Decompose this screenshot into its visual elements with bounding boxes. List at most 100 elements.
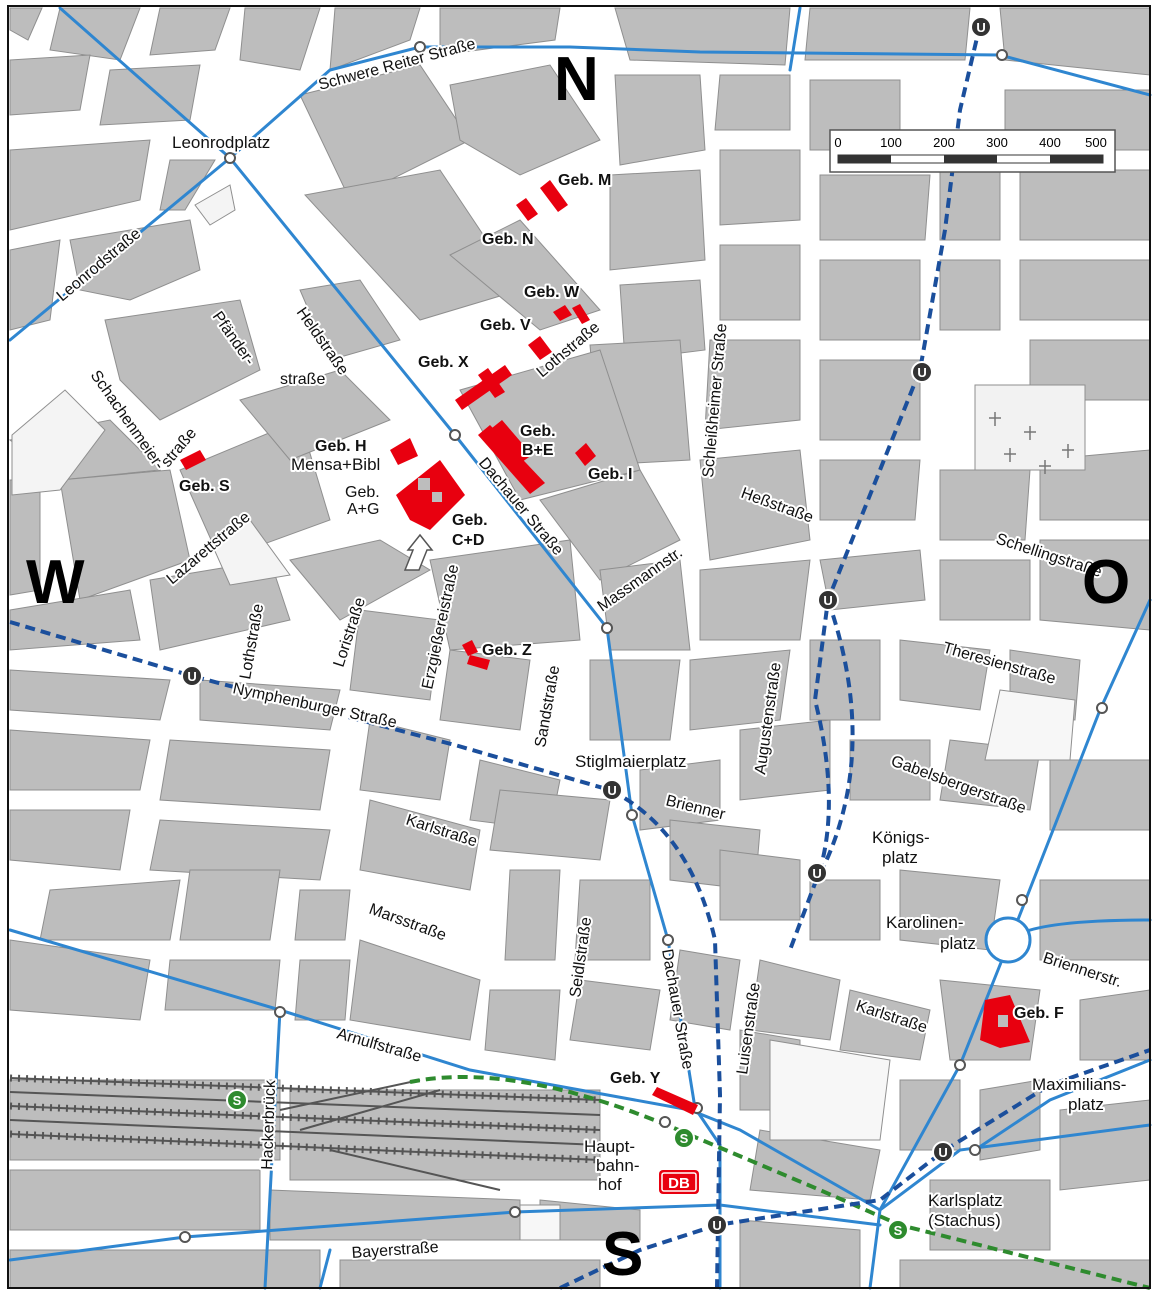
label-geb-x: Geb. X bbox=[418, 354, 469, 371]
compass-directions: N W O S bbox=[26, 45, 1130, 1289]
label-maximiliansplatz-1: Maximilians- bbox=[1032, 1075, 1126, 1094]
sbahn-station-icon: S bbox=[673, 1127, 695, 1149]
building-ag bbox=[396, 460, 465, 530]
scale-tick-300: 300 bbox=[986, 135, 1008, 150]
sbahn-station-icon: S bbox=[887, 1219, 909, 1241]
svg-text:U: U bbox=[938, 1145, 947, 1160]
building-x bbox=[455, 365, 512, 410]
building-i bbox=[575, 443, 596, 466]
label-karlsplatz-1: Karlsplatz bbox=[928, 1191, 1003, 1210]
map-frame bbox=[7, 5, 1151, 1289]
scale-bar: 0 100 200 300 400 500 bbox=[829, 129, 1116, 173]
building-courtyards bbox=[418, 478, 1008, 1027]
stop-schwere-reiter bbox=[414, 41, 426, 53]
cemetery-crosses bbox=[989, 412, 1074, 474]
ubahn-station-icon: U bbox=[706, 1214, 728, 1236]
svg-text:DB: DB bbox=[668, 1175, 690, 1192]
stop-leonrodplatz bbox=[224, 152, 236, 164]
ubahn-station-icon: U bbox=[911, 361, 933, 383]
label-karolinenplatz-1: Karolinen- bbox=[886, 913, 964, 932]
tram-stops bbox=[179, 41, 1108, 1243]
compass-east: O bbox=[1082, 548, 1130, 617]
svg-text:S: S bbox=[233, 1093, 242, 1108]
ubahn-station-icon: U bbox=[970, 16, 992, 38]
svg-text:U: U bbox=[607, 783, 616, 798]
svg-text:U: U bbox=[812, 866, 821, 881]
label-geb-be-2: B+E bbox=[522, 442, 554, 459]
sbahn-station-icon: S bbox=[226, 1089, 248, 1111]
building-be bbox=[478, 425, 545, 494]
open-spaces bbox=[11, 184, 1086, 1241]
label-geb-h-1: Geb. H bbox=[315, 438, 367, 455]
label-geb-s: Geb. S bbox=[179, 478, 230, 495]
building-w bbox=[572, 304, 590, 324]
building-y bbox=[652, 1087, 698, 1115]
building-s bbox=[180, 450, 206, 470]
label-hackerbrueck: Hackerbrück bbox=[259, 1079, 279, 1170]
building-v bbox=[528, 336, 552, 360]
label-mensa-bibl: Mensa+Bibl bbox=[291, 455, 380, 474]
label-koenigsplatz-2: platz bbox=[882, 848, 918, 867]
label-maximiliansplatz-2: platz bbox=[1068, 1095, 1104, 1114]
label-geb-f: Geb. F bbox=[1014, 1005, 1064, 1022]
building-m bbox=[540, 180, 568, 212]
scale-tick-400: 400 bbox=[1039, 135, 1061, 150]
label-geb-cd-1: Geb. bbox=[452, 512, 488, 529]
label-stiglmaierplatz: Stiglmaierplatz bbox=[575, 752, 687, 771]
label-hauptbahnhof-1: Haupt- bbox=[584, 1137, 635, 1156]
label-geb-m: Geb. M bbox=[558, 172, 611, 189]
label-geb-cd-2: C+D bbox=[452, 532, 484, 549]
label-leonrodplatz: Leonrodplatz bbox=[172, 133, 270, 152]
ubahn-station-icon: U bbox=[806, 862, 828, 884]
label-hauptbahnhof-3: hof bbox=[598, 1175, 622, 1194]
compass-west: W bbox=[26, 548, 85, 617]
label-pfaender-strasse-2: straße bbox=[280, 371, 325, 388]
ubahn-station-icon: U bbox=[181, 665, 203, 687]
label-geb-y: Geb. Y bbox=[610, 1070, 661, 1087]
university-buildings[interactable] bbox=[180, 180, 1030, 1115]
ubahn-stations: U U U U U U U U bbox=[181, 16, 992, 1236]
svg-text:U: U bbox=[823, 593, 832, 608]
railway-tracks bbox=[9, 1077, 601, 1191]
svg-text:U: U bbox=[917, 365, 926, 380]
label-hauptbahnhof-2: bahn- bbox=[596, 1156, 639, 1175]
db-logo-icon: DB bbox=[659, 1170, 699, 1194]
svg-text:S: S bbox=[894, 1223, 903, 1238]
label-geb-w: Geb. W bbox=[524, 284, 580, 301]
city-blocks bbox=[8, 7, 1151, 1289]
label-karolinenplatz-2: platz bbox=[940, 934, 976, 953]
sbahn-stations: S S S bbox=[226, 1089, 909, 1241]
svg-text:U: U bbox=[976, 20, 985, 35]
scale-tick-0: 0 bbox=[834, 135, 841, 150]
compass-south: S bbox=[602, 1220, 643, 1289]
svg-text:U: U bbox=[187, 669, 196, 684]
label-geb-i: Geb. I bbox=[588, 466, 632, 483]
building-labels: Geb. M Geb. N Geb. W Geb. V Geb. X Geb. … bbox=[177, 170, 1066, 1089]
label-geb-ag-2: A+G bbox=[347, 501, 379, 518]
entrance-arrow-icon bbox=[403, 533, 434, 571]
scale-tick-200: 200 bbox=[933, 135, 955, 150]
karolinenplatz-roundabout bbox=[984, 916, 1032, 964]
svg-text:S: S bbox=[680, 1131, 689, 1146]
building-w-part bbox=[553, 305, 572, 321]
building-h bbox=[390, 438, 418, 465]
compass-north: N bbox=[554, 45, 599, 114]
label-geb-z: Geb. Z bbox=[482, 642, 532, 659]
building-z bbox=[462, 640, 478, 656]
label-geb-v: Geb. V bbox=[480, 317, 531, 334]
label-geb-be-1: Geb. bbox=[520, 423, 556, 440]
ubahn-station-icon: U bbox=[817, 589, 839, 611]
label-geb-n: Geb. N bbox=[482, 231, 534, 248]
scale-tick-500: 500 bbox=[1085, 135, 1107, 150]
ubahn-station-icon: U bbox=[601, 779, 623, 801]
ubahn-lines bbox=[9, 24, 1151, 1290]
label-koenigsplatz-1: Königs- bbox=[872, 828, 930, 847]
label-geb-ag-1: Geb. bbox=[345, 484, 380, 501]
svg-text:U: U bbox=[712, 1218, 721, 1233]
label-karlsplatz-2: (Stachus) bbox=[928, 1211, 1001, 1230]
scale-tick-100: 100 bbox=[880, 135, 902, 150]
building-n bbox=[516, 198, 538, 221]
ubahn-station-icon: U bbox=[932, 1141, 954, 1163]
